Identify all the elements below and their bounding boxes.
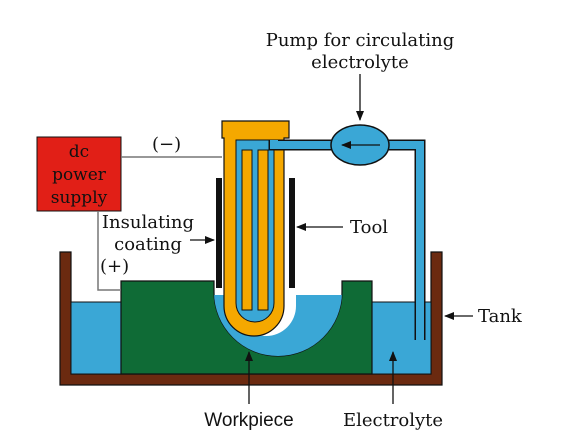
power-supply-box xyxy=(36,136,122,212)
tank-label: Tank xyxy=(478,306,523,327)
power-supply-label-3: supply xyxy=(51,188,108,208)
supply-pipe-fill xyxy=(270,140,424,340)
negative-terminal-label: (−) xyxy=(152,134,181,155)
insulation-left xyxy=(216,178,222,288)
tool-label: Tool xyxy=(350,217,388,238)
electrolyte-left xyxy=(70,301,122,375)
positive-wire xyxy=(97,211,121,291)
tool-core-left xyxy=(241,149,253,311)
tool-core-right xyxy=(257,149,269,311)
insulation-right xyxy=(289,178,295,288)
electrolyte-label: Electrolyte xyxy=(343,410,443,431)
insulating-label-1: Insulating xyxy=(102,212,194,233)
pump-label-2: electrolyte xyxy=(311,52,409,73)
positive-terminal-label: (+) xyxy=(100,256,129,277)
power-supply-label-2: power xyxy=(52,165,107,185)
workpiece-label: Workpiece xyxy=(204,410,293,431)
pump-label-1: Pump for circulating xyxy=(266,30,455,51)
insulating-label-2: coating xyxy=(114,234,182,255)
tank xyxy=(59,251,443,386)
electrolyte-gap xyxy=(214,292,342,356)
power-supply-label-1: dc xyxy=(69,142,89,162)
